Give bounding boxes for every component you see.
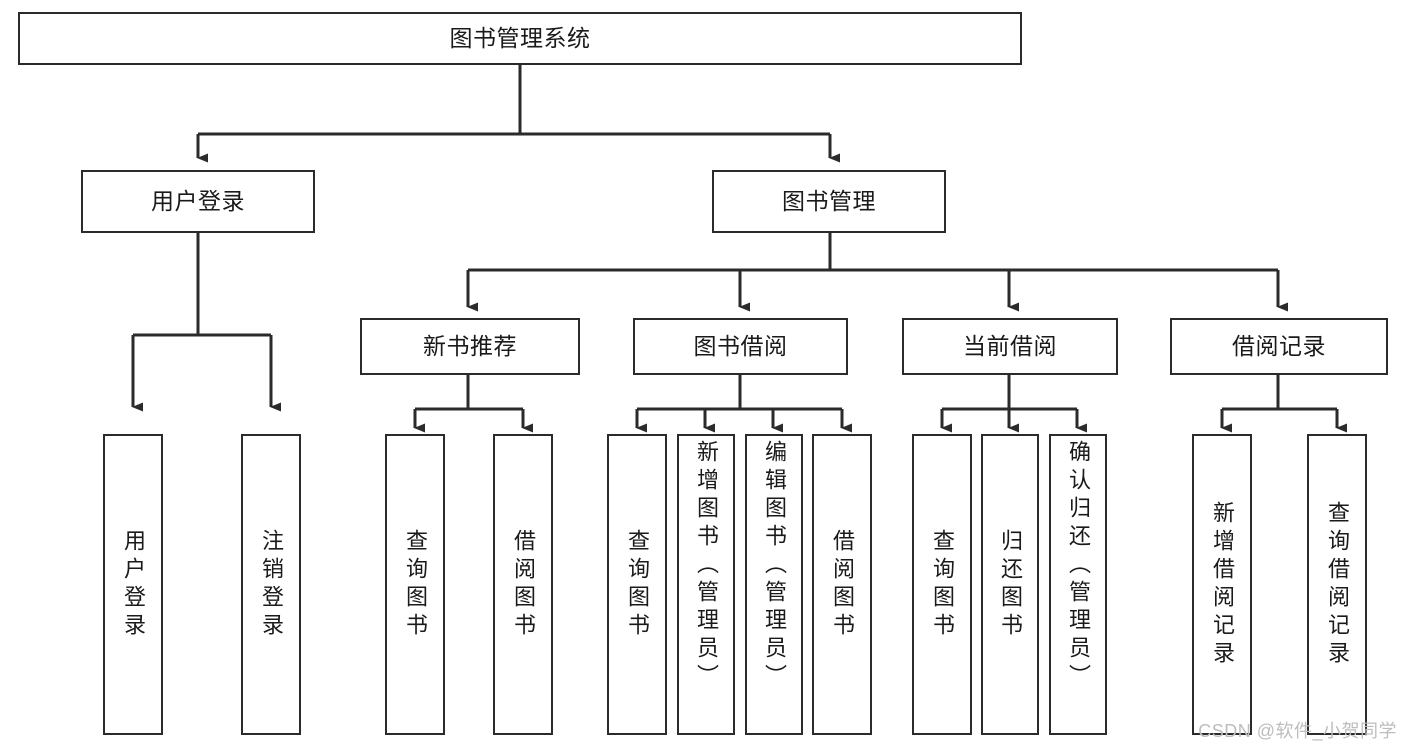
node-user-login[interactable]: 用户登录 [81,170,315,233]
node-label: 编辑图书（管理员） [762,440,787,692]
leaf-current-borrow-query-book[interactable]: 查询图书 [912,434,972,735]
node-label: 借阅图书 [511,528,536,641]
node-label: 查询图书 [403,528,428,641]
node-label: 注销登录 [259,528,284,641]
leaf-user-login-login[interactable]: 用户登录 [103,434,163,735]
leaf-borrow-record-add-record[interactable]: 新增借阅记录 [1192,434,1252,735]
node-label: 图书管理 [782,188,876,215]
node-label: 查询图书 [930,528,955,641]
node-label: 查询借阅记录 [1325,500,1350,669]
node-label: 借阅图书 [830,528,855,641]
node-label: 新增借阅记录 [1210,500,1235,669]
node-borrow-record[interactable]: 借阅记录 [1170,318,1388,375]
node-label: 图书管理系统 [449,25,591,52]
node-label: 用户登录 [121,528,146,641]
node-label: 归还图书 [998,528,1023,641]
node-label: 新书推荐 [423,333,517,360]
leaf-book-borrow-borrow-book[interactable]: 借阅图书 [812,434,872,735]
leaf-book-borrow-add-book-admin[interactable]: 新增图书（管理员） [677,434,735,735]
leaf-new-book-borrow-book[interactable]: 借阅图书 [493,434,553,735]
node-label: 图书借阅 [693,333,788,360]
node-label: 确认归还（管理员） [1066,440,1091,692]
node-label: 查询图书 [625,528,650,641]
node-label: 当前借阅 [963,333,1057,360]
leaf-book-borrow-edit-book-admin[interactable]: 编辑图书（管理员） [745,434,803,735]
node-current-borrow[interactable]: 当前借阅 [902,318,1118,375]
node-label: 借阅记录 [1232,333,1326,360]
leaf-book-borrow-query-book[interactable]: 查询图书 [607,434,667,735]
leaf-user-login-logout[interactable]: 注销登录 [241,434,301,735]
leaf-borrow-record-query-record[interactable]: 查询借阅记录 [1307,434,1367,735]
leaf-current-borrow-confirm-return-admin[interactable]: 确认归还（管理员） [1049,434,1107,735]
node-root-book-management-system[interactable]: 图书管理系统 [18,12,1022,65]
node-book-borrow[interactable]: 图书借阅 [633,318,848,375]
node-label: 新增图书（管理员） [694,440,719,692]
node-book-management[interactable]: 图书管理 [712,170,946,233]
node-label: 用户登录 [151,188,245,215]
leaf-new-book-query-book[interactable]: 查询图书 [385,434,445,735]
node-new-book-recommend[interactable]: 新书推荐 [360,318,580,375]
leaf-current-borrow-return-book[interactable]: 归还图书 [981,434,1039,735]
watermark-text: CSDN @软件_小贺同学 [1198,721,1397,741]
